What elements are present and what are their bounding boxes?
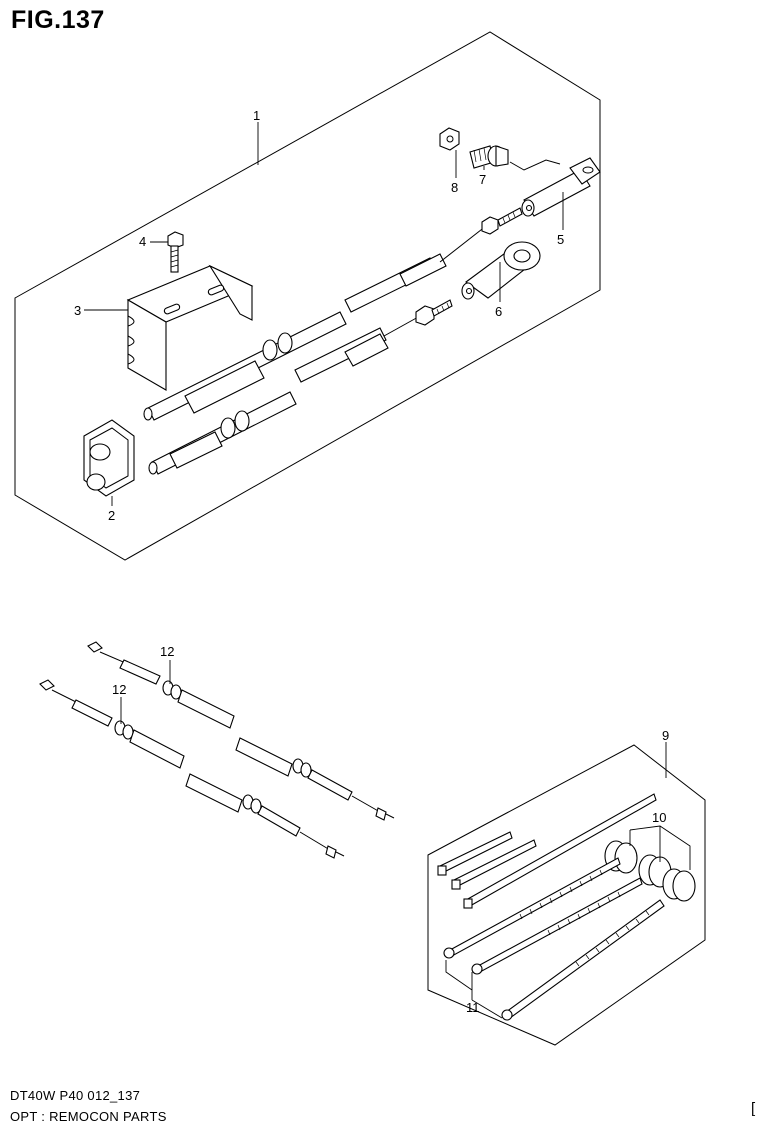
- callout-5: 5: [557, 232, 564, 247]
- kit-9-callouts: 9 10 11: [445, 728, 691, 1019]
- drawing-caption: OPT : REMOCON PARTS: [10, 1109, 167, 1124]
- part-12-callouts: 12 12: [112, 644, 174, 724]
- callout-4: 4: [139, 234, 146, 249]
- callout-8: 8: [451, 180, 458, 195]
- figure-title: FIG.137: [11, 6, 105, 34]
- grommet-part-2[interactable]: [83, 419, 135, 497]
- pin-part-7[interactable]: [469, 145, 509, 169]
- eye-end-part-6[interactable]: [461, 241, 541, 300]
- nut-part-8[interactable]: [439, 127, 460, 151]
- kit-1-boundary: [14, 31, 601, 561]
- spacers-part-10[interactable]: [604, 840, 696, 902]
- callout-10: 10: [652, 810, 666, 825]
- callout-6: 6: [495, 304, 502, 319]
- callout-7: 7: [479, 172, 486, 187]
- cable-ties[interactable]: [437, 793, 657, 909]
- kit-1-callouts: 1 2 3 4 5 6 7 8: [74, 108, 564, 523]
- cable-end-part-5[interactable]: [509, 157, 601, 217]
- bracket-part-3[interactable]: [126, 264, 254, 391]
- callout-12-lower: 12: [112, 682, 126, 697]
- callout-9: 9: [662, 728, 669, 743]
- kit-9-boundary: [427, 744, 706, 1046]
- remote-cable-part-12-lower[interactable]: [39, 679, 345, 859]
- drawing-code: DT40W P40 012_137: [10, 1088, 141, 1103]
- bolts-part-11[interactable]: [443, 857, 665, 1021]
- callout-1: 1: [253, 108, 260, 123]
- remote-cable-part-12-upper[interactable]: [87, 641, 395, 821]
- callout-2: 2: [108, 508, 115, 523]
- callout-11: 11: [466, 1000, 480, 1015]
- edge-bracket-mark: [: [751, 1100, 756, 1117]
- remote-cable-lower[interactable]: [148, 299, 453, 475]
- remote-cable-upper[interactable]: [143, 207, 523, 421]
- callout-12-upper: 12: [160, 644, 174, 659]
- callout-3: 3: [74, 303, 81, 318]
- bolt-part-4[interactable]: [167, 231, 184, 273]
